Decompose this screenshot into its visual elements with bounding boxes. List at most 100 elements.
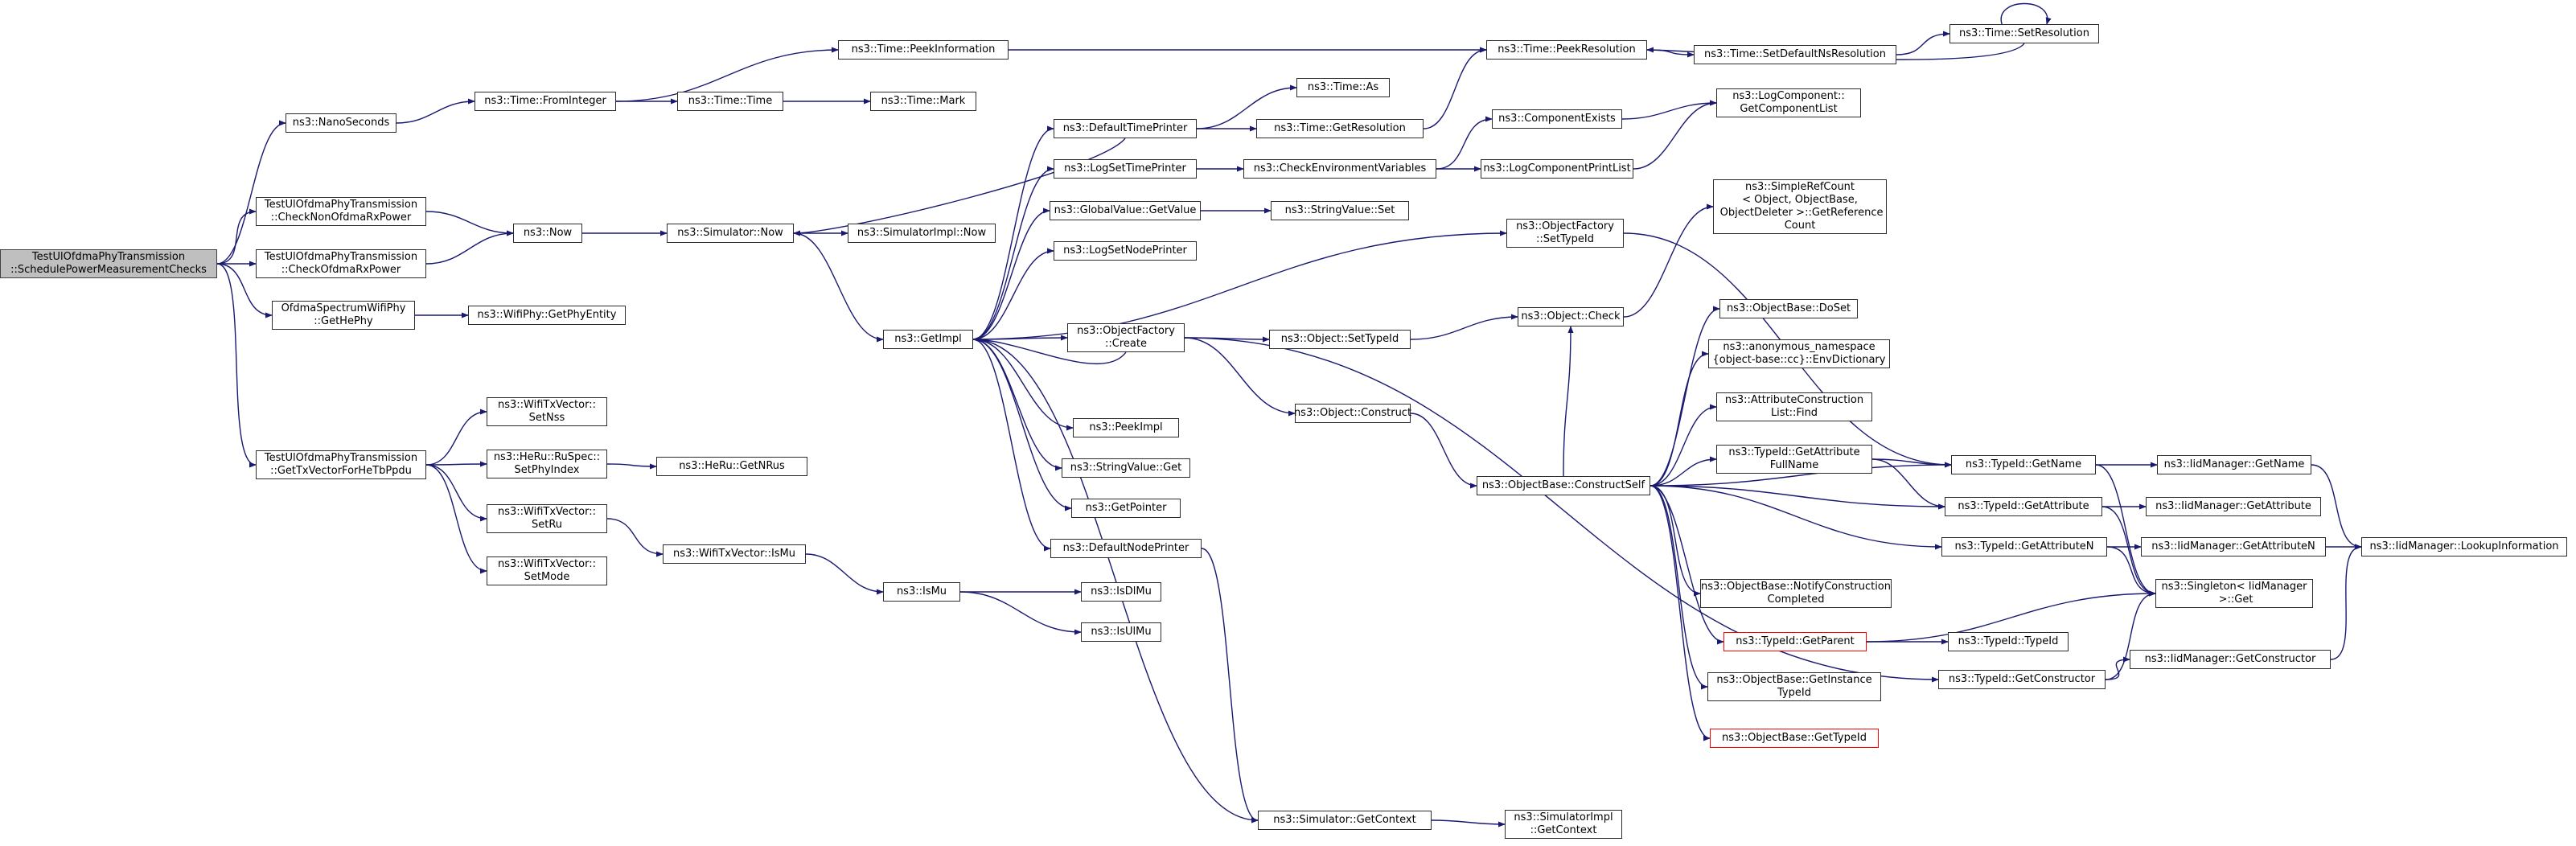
node-object-set-type-id[interactable]: ns3::Object::SetTypeId <box>1269 330 1411 349</box>
edge-constructself-to-obgettypeid <box>1650 485 1711 741</box>
node-now[interactable]: ns3::Now <box>513 224 582 243</box>
node-objectbase-doset[interactable]: ns3::ObjectBase::DoSet <box>1719 299 1858 318</box>
node-time-peek-information[interactable]: ns3::Time::PeekInformation <box>838 40 1009 60</box>
edge-objconstruct-to-constructself <box>1410 413 1477 489</box>
edge-constructself-to-tidgetname <box>1650 462 1952 487</box>
node-check-ofdma-rx-power[interactable]: TestUlOfdmaPhyTransmission ::CheckOfdmaR… <box>256 249 426 278</box>
node-time-peek-resolution[interactable]: ns3::Time::PeekResolution <box>1486 40 1647 60</box>
node-env-dictionary[interactable]: ns3::anonymous_namespace {object-base::c… <box>1708 339 1890 368</box>
node-get-impl[interactable]: ns3::GetImpl <box>883 330 973 349</box>
node-ruspec-set-phy-index[interactable]: ns3::HeRu::RuSpec:: SetPhyIndex <box>487 450 607 478</box>
node-time-from-integer[interactable]: ns3::Time::FromInteger <box>475 92 616 111</box>
edge-getattrfullname-to-tidgetattribute <box>1871 458 1945 510</box>
node-objectbase-get-instance-type-id[interactable]: ns3::ObjectBase::GetInstance TypeId <box>1707 672 1881 701</box>
node-get-he-phy[interactable]: OfdmaSpectrumWifiPhy ::GetHePhy <box>272 301 415 330</box>
node-iidmanager-get-name[interactable]: ns3::IidManager::GetName <box>2157 455 2311 474</box>
node-log-set-time-printer[interactable]: ns3::LogSetTimePrinter <box>1054 159 1197 179</box>
node-object-check[interactable]: ns3::Object::Check <box>1518 307 1624 326</box>
node-typeid-get-name[interactable]: ns3::TypeId::GetName <box>1951 455 2096 474</box>
node-wifitxvector-is-mu[interactable]: ns3::WifiTxVector::IsMu <box>663 544 806 564</box>
node-simplerefcount-get-reference-count[interactable]: ns3::SimpleRefCount < Object, ObjectBase… <box>1713 179 1887 234</box>
node-is-ul-mu[interactable]: ns3::IsUlMu <box>1081 622 1161 642</box>
node-objectfactory-set-type-id[interactable]: ns3::ObjectFactory ::SetTypeId <box>1506 219 1624 248</box>
node-log-set-node-printer[interactable]: ns3::LogSetNodePrinter <box>1054 241 1197 261</box>
node-peek-impl[interactable]: ns3::PeekImpl <box>1073 418 1179 437</box>
edge-getattrfullname-to-tidgetname <box>1871 458 1952 468</box>
edge-getimpl-to-logsetnodeprinter <box>972 248 1054 340</box>
edge-setphyindex-to-getnrus <box>606 463 657 470</box>
node-objectbase-construct-self[interactable]: ns3::ObjectBase::ConstructSelf <box>1477 476 1650 495</box>
node-stringvalue-get[interactable]: ns3::StringValue::Get <box>1062 458 1190 478</box>
node-check-non-ofdma-rx-power[interactable]: TestUlOfdmaPhyTransmission ::CheckNonOfd… <box>256 197 426 226</box>
edge-ofcreate-to-getimpl <box>972 336 1127 365</box>
node-iidmanager-get-attribute[interactable]: ns3::IidManager::GetAttribute <box>2146 497 2321 516</box>
node-iidmanager-lookup-information[interactable]: ns3::IidManager::LookupInformation <box>2361 537 2567 556</box>
edge-constructself-to-envdict <box>1650 351 1709 487</box>
edge-objsettypeid-to-objcheck <box>1410 314 1518 340</box>
edge-logcompprintlist-to-getcomplist <box>1633 100 1717 170</box>
node-object-construct[interactable]: ns3::Object::Construct <box>1294 404 1411 423</box>
edge-ismu-to-isulmu <box>959 591 1082 635</box>
node-typeid-get-constructor[interactable]: ns3::TypeId::GetConstructor <box>1938 670 2106 689</box>
node-time-time[interactable]: ns3::Time::Time <box>677 92 783 111</box>
node-component-exists[interactable]: ns3::ComponentExists <box>1492 109 1622 129</box>
node-wifitxvector-set-nss[interactable]: ns3::WifiTxVector:: SetNss <box>487 397 607 426</box>
node-objectbase-notify-construction-completed[interactable]: ns3::ObjectBase::NotifyConstruction Comp… <box>1700 579 1892 608</box>
node-time-as[interactable]: ns3::Time::As <box>1296 78 1390 97</box>
node-nanoseconds[interactable]: ns3::NanoSeconds <box>286 113 396 133</box>
edge-constructself-to-getparent <box>1650 485 1724 645</box>
node-typeid-get-attribute-n[interactable]: ns3::TypeId::GetAttributeN <box>1941 537 2107 556</box>
node-time-set-resolution[interactable]: ns3::Time::SetResolution <box>1949 24 2099 43</box>
edge-ofcreate-to-objconstruct <box>1184 337 1296 417</box>
node-objectfactory-create[interactable]: ns3::ObjectFactory ::Create <box>1067 323 1185 352</box>
node-wifitxvector-set-mode[interactable]: ns3::WifiTxVector:: SetMode <box>487 556 607 585</box>
node-objectbase-get-type-id[interactable]: ns3::ObjectBase::GetTypeId <box>1710 729 1879 748</box>
edge-layer <box>216 2 2362 828</box>
node-stringvalue-set[interactable]: ns3::StringValue::Set <box>1271 201 1409 220</box>
node-wifitxvector-set-ru[interactable]: ns3::WifiTxVector:: SetRu <box>487 504 607 533</box>
edge-ofcreate-to-tidgetconstructor <box>1184 337 1939 683</box>
edge-nanoseconds-to-frominteger <box>396 98 475 124</box>
node-check-environment-variables[interactable]: ns3::CheckEnvironmentVariables <box>1243 159 1436 179</box>
edge-constructself-to-tidgetattribute <box>1650 485 1945 510</box>
node-globalvalue-get-value[interactable]: ns3::GlobalValue::GetValue <box>1050 201 1201 220</box>
node-singleton-iidmanager-get[interactable]: ns3::Singleton< IidManager >::Get <box>2155 579 2313 608</box>
node-get-tx-vector-for-he-tb-ppdu[interactable]: TestUlOfdmaPhyTransmission ::GetTxVector… <box>256 450 426 479</box>
node-logcomponent-get-component-list[interactable]: ns3::LogComponent:: GetComponentList <box>1716 88 1861 117</box>
node-simulator-now[interactable]: ns3::Simulator::Now <box>667 224 794 243</box>
node-attribute-construction-list-find[interactable]: ns3::AttributeConstruction List::Find <box>1716 392 1872 421</box>
edge-getimpl-to-defaulttimeprinter <box>972 125 1054 340</box>
edge-simgetcontext-to-simimplgetcontext <box>1431 819 1506 828</box>
node-iidmanager-get-attribute-n[interactable]: ns3::IidManager::GetAttributeN <box>2141 537 2326 556</box>
edge-constructself-to-getattrfullname <box>1650 456 1717 487</box>
node-is-mu[interactable]: ns3::IsMu <box>883 582 960 602</box>
node-heru-get-nrus[interactable]: ns3::HeRu::GetNRus <box>656 457 807 476</box>
edge-checkenv-to-componentexists <box>1436 116 1493 170</box>
node-default-time-printer[interactable]: ns3::DefaultTimePrinter <box>1054 119 1197 138</box>
edge-getimpl-to-defaultnodeprinter <box>972 339 1051 552</box>
edge-gettxvec-to-setnss <box>425 409 487 466</box>
node-simulatorimpl-get-context[interactable]: ns3::SimulatorImpl ::GetContext <box>1505 810 1622 839</box>
node-time-mark[interactable]: ns3::Time::Mark <box>870 92 976 111</box>
node-is-dl-mu[interactable]: ns3::IsDlMu <box>1081 582 1161 602</box>
edge-constructself-to-attrfind <box>1650 404 1717 487</box>
node-time-set-default-ns-resolution[interactable]: ns3::Time::SetDefaultNsResolution <box>1694 45 1896 64</box>
node-wifiphy-get-phy-entity[interactable]: ns3::WifiPhy::GetPhyEntity <box>468 306 626 325</box>
node-typeid-get-attribute-full-name[interactable]: ns3::TypeId::GetAttribute FullName <box>1716 445 1872 474</box>
edge-getresolution-to-peekresolution <box>1423 47 1487 129</box>
edge-setdefaultns-to-setresolution <box>1896 31 1950 55</box>
node-log-component-print-list[interactable]: ns3::LogComponentPrintList <box>1481 159 1633 179</box>
edge-iidgetname-to-lookupinfo <box>2311 464 2362 550</box>
node-time-get-resolution[interactable]: ns3::Time::GetResolution <box>1256 119 1424 138</box>
node-iidmanager-get-constructor[interactable]: ns3::IidManager::GetConstructor <box>2130 650 2331 669</box>
edge-checknon-to-now <box>425 211 514 236</box>
node-typeid-typeid[interactable]: ns3::TypeId::TypeId <box>1948 632 2069 651</box>
node-default-node-printer[interactable]: ns3::DefaultNodePrinter <box>1050 539 1202 558</box>
edge-gettxvec-to-setru <box>425 464 487 522</box>
node-simulatorimpl-now[interactable]: ns3::SimulatorImpl::Now <box>848 224 996 243</box>
node-typeid-get-parent[interactable]: ns3::TypeId::GetParent <box>1723 632 1867 651</box>
node-typeid-get-attribute[interactable]: ns3::TypeId::GetAttribute <box>1945 497 2102 516</box>
node-get-pointer[interactable]: ns3::GetPointer <box>1071 499 1181 518</box>
node-simulator-get-context[interactable]: ns3::Simulator::GetContext <box>1258 811 1432 830</box>
